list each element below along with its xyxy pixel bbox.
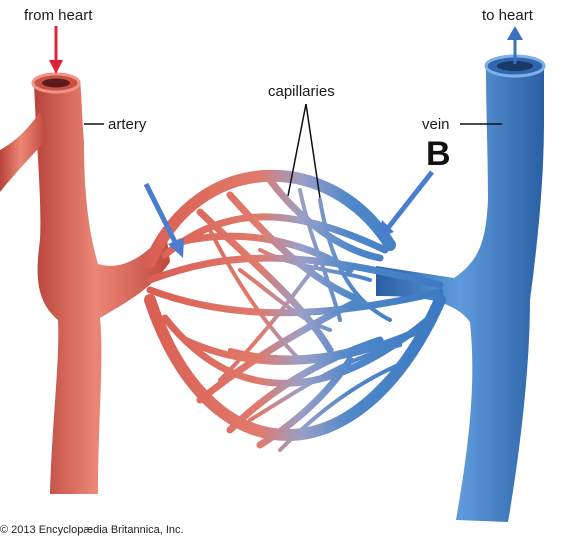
to-heart-arrow [507,26,523,64]
from-heart-arrow [49,26,63,74]
leader-lines [84,103,502,199]
capillary-network [144,169,446,452]
vein-vessel [376,54,546,522]
copyright-credit: © 2013 Encyclopædia Britannica, Inc. [0,524,184,536]
from-heart-label: from heart [24,7,93,24]
artery-vessel [0,72,170,494]
to-heart-label: to heart [482,7,534,24]
capillaries-label: capillaries [268,83,335,100]
vein-label: vein [422,116,450,133]
artery-label: artery [108,116,147,133]
pointer-arrow-b [378,170,434,238]
pointer-arrow-left [143,182,184,258]
letter-b-label: B [426,135,451,173]
